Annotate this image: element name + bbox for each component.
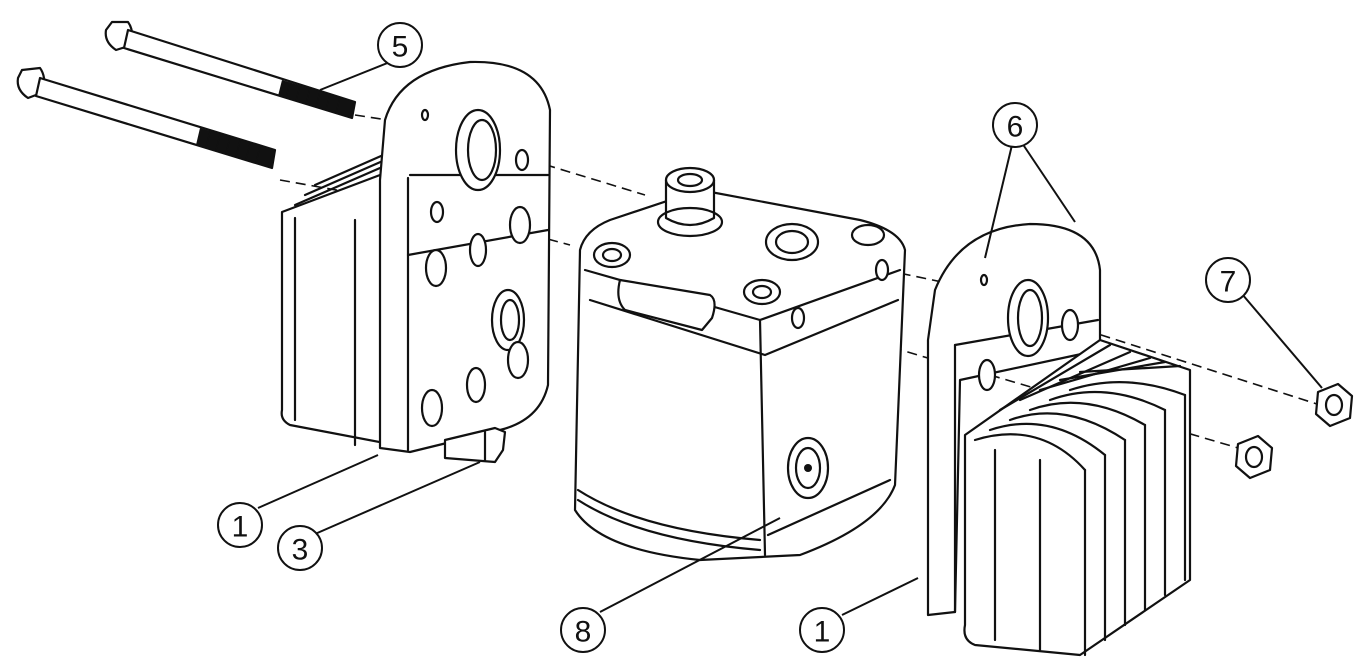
callout-label: 8: [575, 616, 592, 649]
callout-3: 3: [277, 525, 323, 571]
callout-1-left: 1: [217, 502, 263, 548]
callout-7: 7: [1205, 257, 1251, 303]
callout-label: 7: [1220, 266, 1237, 299]
left-heatsink-block: [280, 150, 397, 447]
callout-label: 1: [232, 511, 249, 544]
left-end-plate: [378, 60, 552, 454]
callout-5: 5: [377, 22, 423, 68]
hex-nut-lower: [1234, 434, 1274, 480]
callout-1-right: 1: [799, 607, 845, 653]
callout-label: 1: [814, 616, 831, 649]
callout-label: 5: [392, 31, 409, 64]
callout-6: 6: [992, 102, 1038, 148]
right-end-plate: [926, 222, 1102, 617]
left-latch-tab: [443, 426, 507, 464]
right-heatsink-block: [963, 338, 1192, 657]
callout-label: 3: [292, 534, 309, 567]
leader-lines: [257, 61, 1323, 616]
callout-8: 8: [560, 607, 606, 653]
long-bolt-lower: [16, 66, 277, 170]
hex-nut-upper: [1314, 382, 1354, 428]
callout-label: 6: [1007, 111, 1024, 144]
center-pump-body: [573, 166, 907, 562]
long-bolt-upper: [104, 20, 357, 120]
